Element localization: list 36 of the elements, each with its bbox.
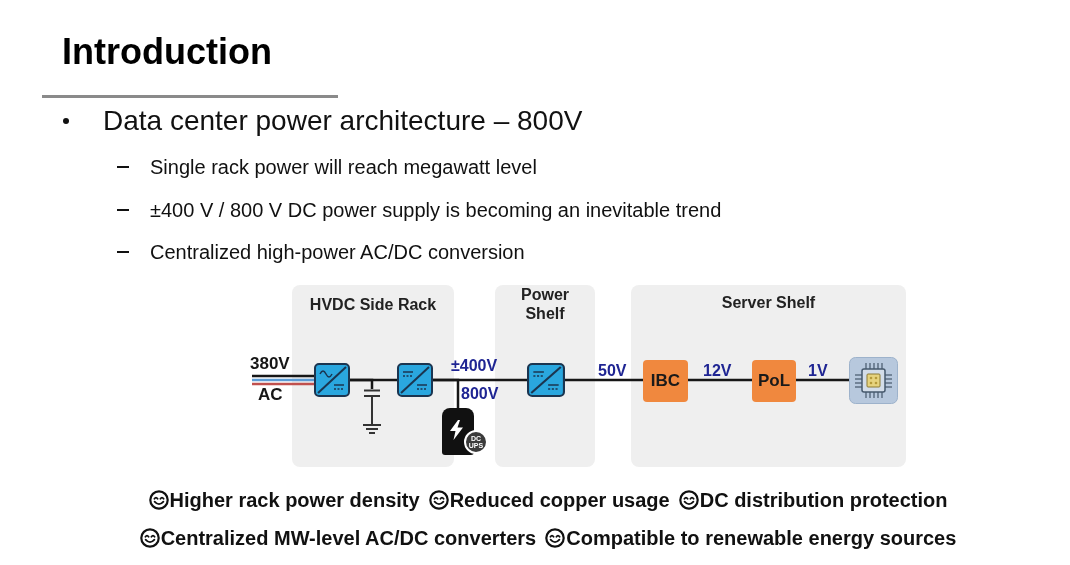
capacitor-symbol xyxy=(362,389,382,435)
voltage-label: 800V xyxy=(461,385,499,403)
power-line xyxy=(433,378,460,408)
benefit-text: DC distribution protection xyxy=(699,488,948,512)
power-line xyxy=(252,378,314,382)
converter-block: IBC xyxy=(643,360,688,402)
benefit-text: Centralized MW-level AC/DC converters xyxy=(160,526,537,550)
voltage-label: 12V xyxy=(703,362,732,380)
benefit-text: Compatible to renewable energy sources xyxy=(566,526,957,550)
section-panel xyxy=(631,285,906,467)
converter-block: PoL xyxy=(752,360,796,402)
slide-title: Introduction xyxy=(62,32,272,72)
panel-title: HVDC Side Rack xyxy=(308,295,438,314)
power-line xyxy=(796,378,849,382)
benefit-text: Higher rack power density xyxy=(169,488,420,512)
ac-dc-converter-symbol xyxy=(314,363,350,397)
voltage-label: 1V xyxy=(808,362,828,380)
voltage-label: ±400V xyxy=(451,357,498,375)
panel-title: Server Shelf xyxy=(720,293,817,312)
power-line xyxy=(688,378,752,382)
bullet-text: ±400 V / 800 V DC power supply is becoming an inevitable trend xyxy=(150,198,722,222)
bullet-text: Centralized high-power AC/DC conversion xyxy=(150,240,525,264)
voltage-label: 50V xyxy=(598,362,627,380)
panel-title: Power Shelf xyxy=(520,285,570,323)
power-line xyxy=(252,382,314,386)
bullet-text: Data center power architecture – 800V xyxy=(103,104,583,138)
power-line xyxy=(565,378,643,382)
power-line xyxy=(350,378,374,389)
dc-dc-converter-symbol xyxy=(397,363,433,397)
dc-dc-converter-symbol xyxy=(527,363,565,397)
voltage-label: AC xyxy=(258,385,283,404)
processor-chip-icon xyxy=(849,357,898,404)
bullet-text: Single rack power will reach megawatt level xyxy=(150,155,537,179)
power-line xyxy=(252,374,314,378)
voltage-label: 380V xyxy=(250,354,290,373)
benefit-text: Reduced copper usage xyxy=(449,488,670,512)
